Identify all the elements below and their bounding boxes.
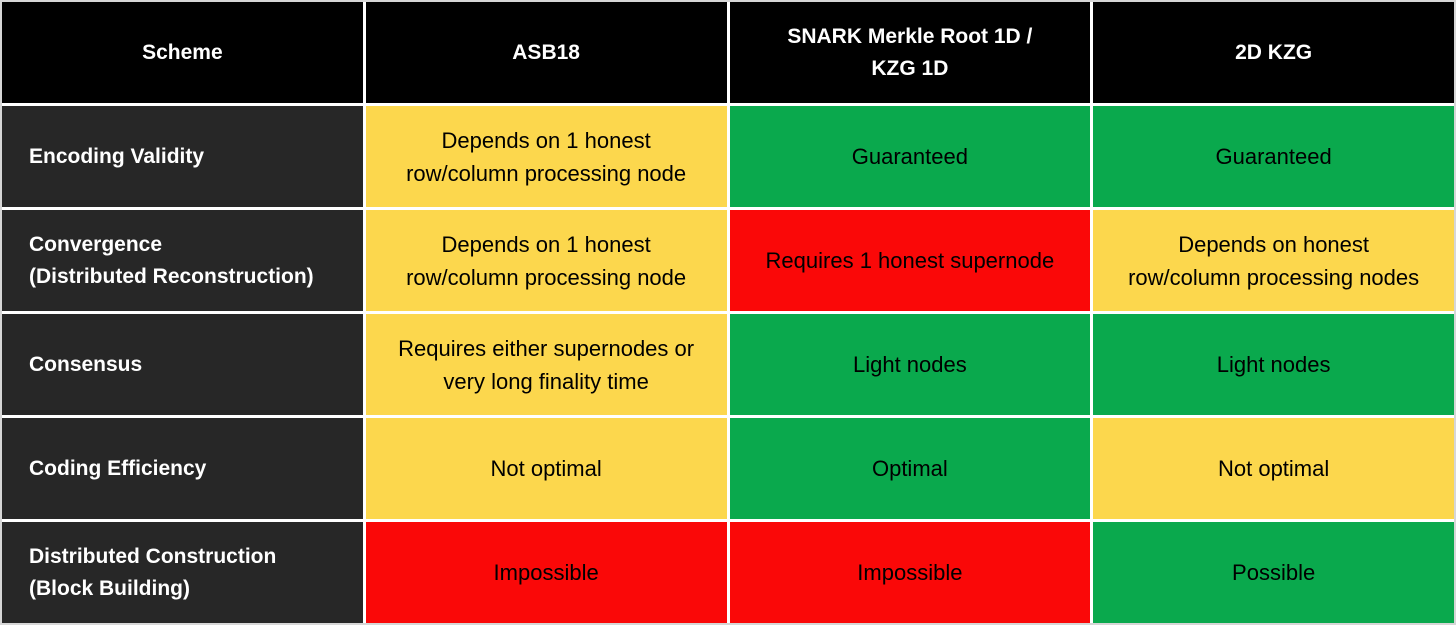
header-cell: SNARK Merkle Root 1D / KZG 1D	[729, 2, 1091, 103]
data-cell-bad: Impossible	[365, 522, 727, 623]
data-cell-warn: Not optimal	[365, 418, 727, 519]
row-label: Distributed Construction (Block Building…	[2, 522, 363, 623]
data-cell-bad: Impossible	[729, 522, 1091, 623]
row-label: Consensus	[2, 314, 363, 415]
row-label: Convergence (Distributed Reconstruction)	[2, 210, 363, 311]
row-label: Coding Efficiency	[2, 418, 363, 519]
header-cell: ASB18	[365, 2, 727, 103]
data-cell-warn: Not optimal	[1093, 418, 1454, 519]
data-cell-warn: Depends on honest row/column processing …	[1093, 210, 1454, 311]
data-cell-warn: Requires either supernodes or very long …	[365, 314, 727, 415]
data-cell-warn: Depends on 1 honest row/column processin…	[365, 210, 727, 311]
data-cell-bad: Requires 1 honest supernode	[729, 210, 1091, 311]
row-label: Encoding Validity	[2, 106, 363, 207]
data-cell-good: Light nodes	[729, 314, 1091, 415]
header-cell-scheme: Scheme	[2, 2, 363, 103]
data-cell-good: Optimal	[729, 418, 1091, 519]
data-cell-good: Possible	[1093, 522, 1454, 623]
data-cell-good: Light nodes	[1093, 314, 1454, 415]
data-cell-warn: Depends on 1 honest row/column processin…	[365, 106, 727, 207]
header-cell: 2D KZG	[1093, 2, 1454, 103]
data-cell-good: Guaranteed	[1093, 106, 1454, 207]
data-cell-good: Guaranteed	[729, 106, 1091, 207]
